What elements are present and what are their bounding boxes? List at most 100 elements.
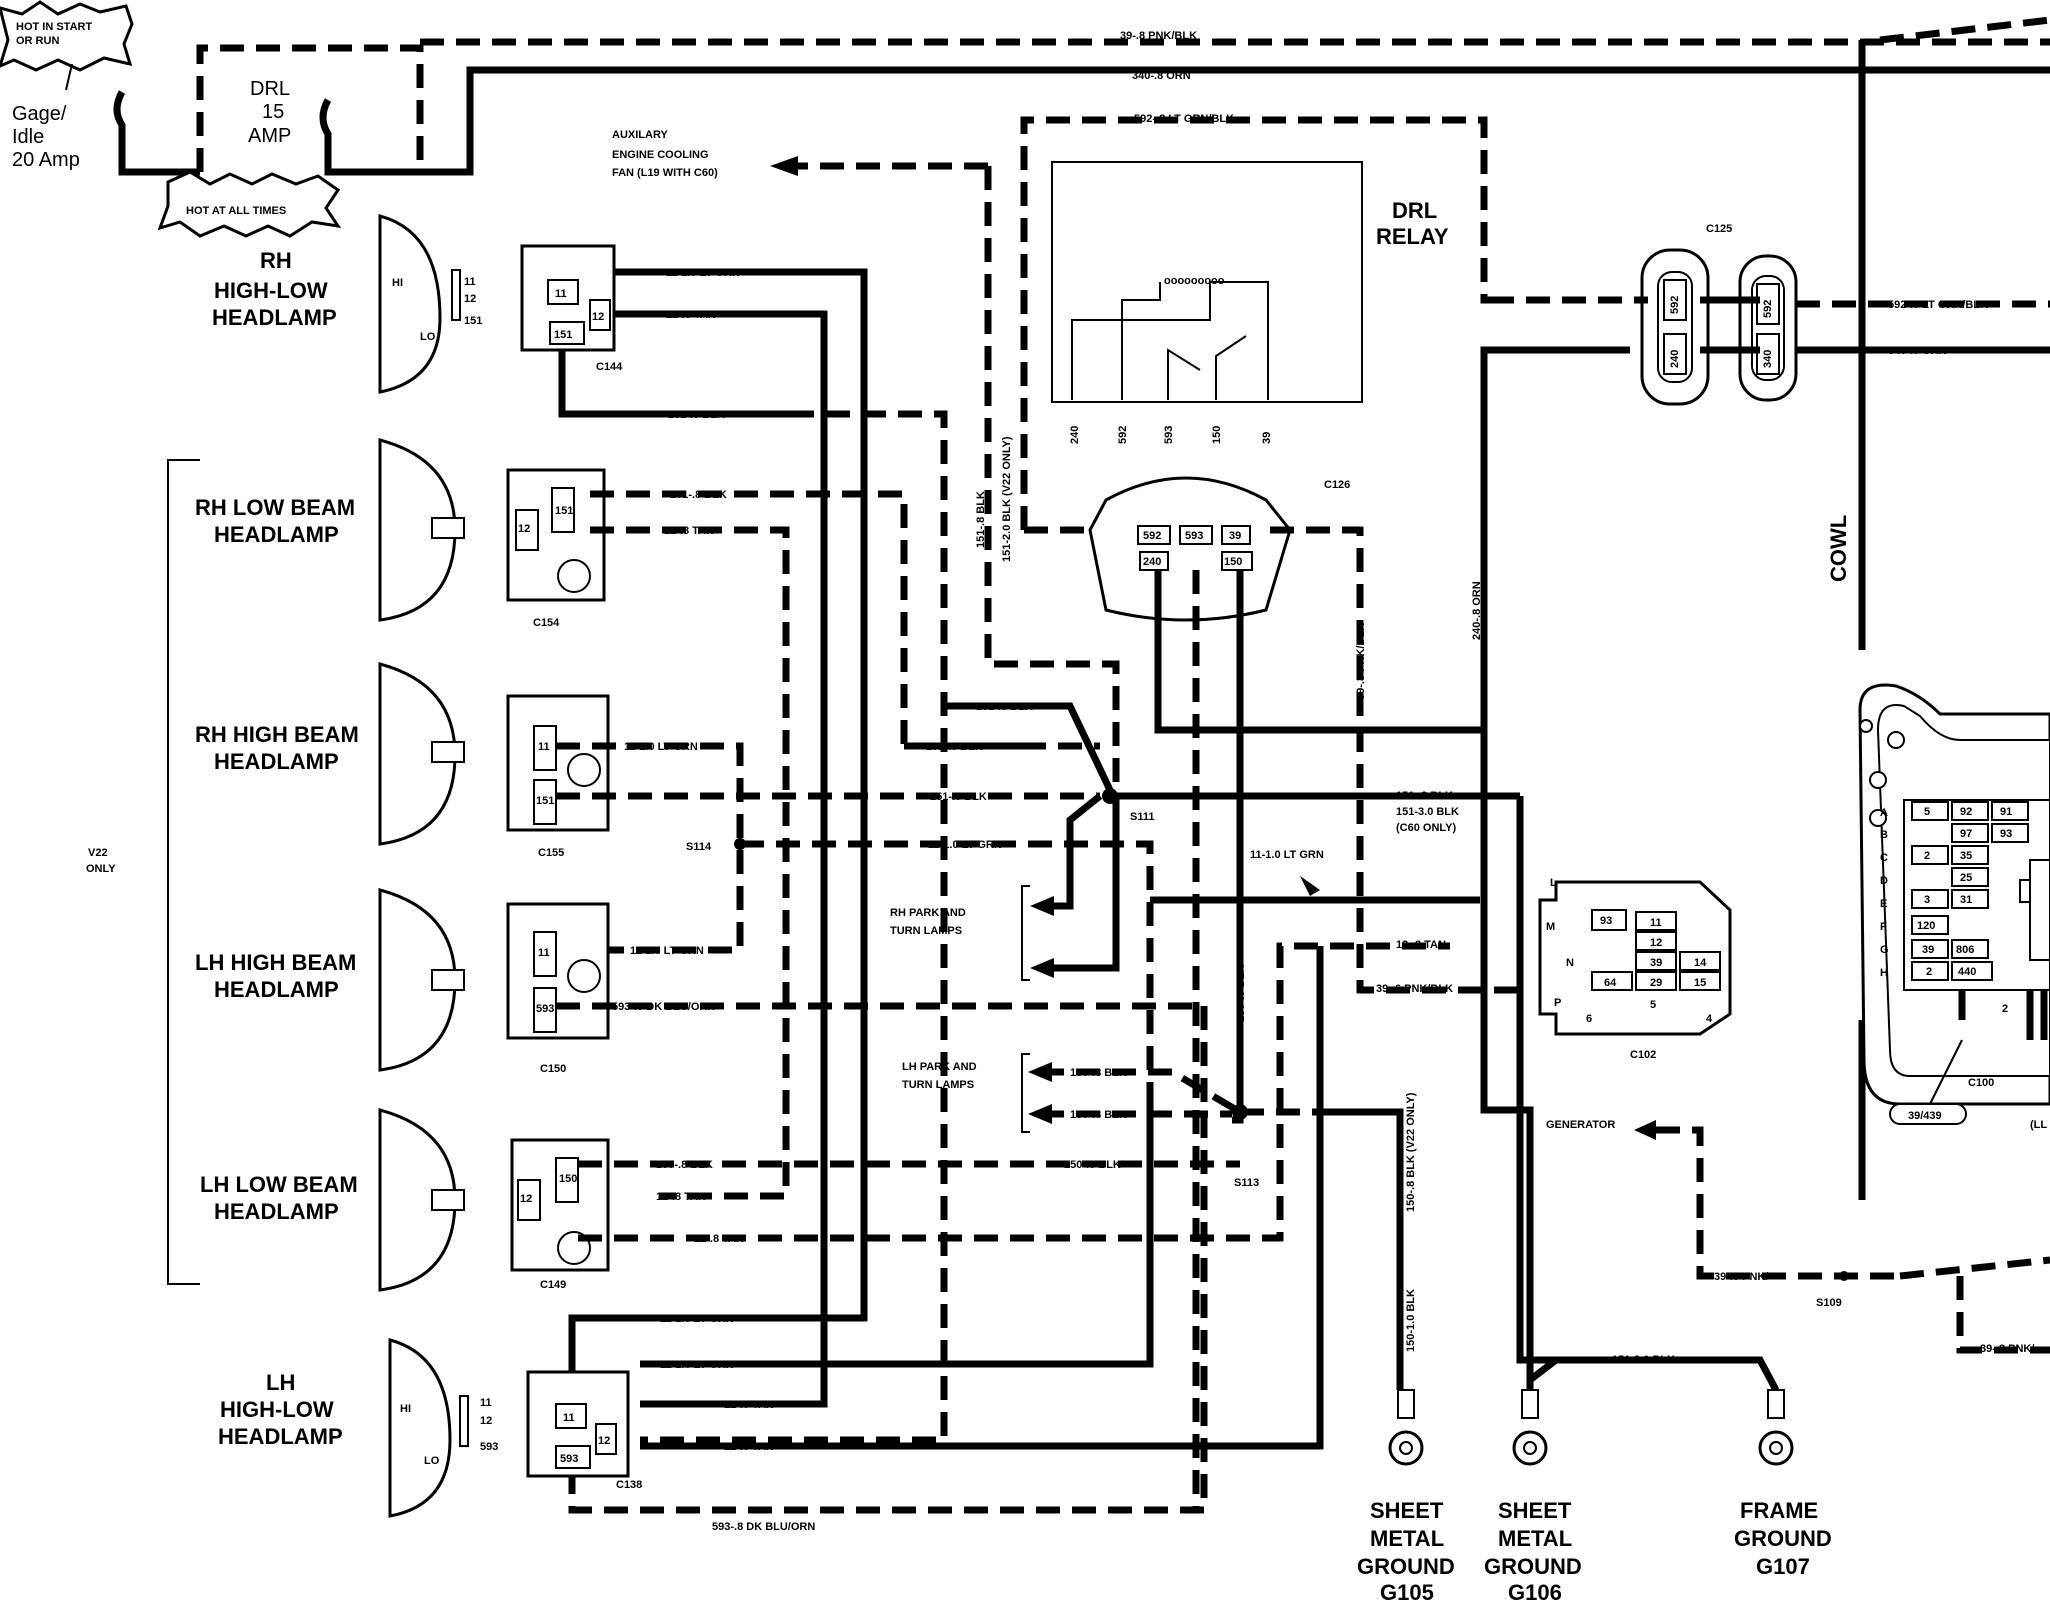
ground-g105: SHEET METAL GROUND G105 <box>1357 1389 1455 1600</box>
svg-text:150-1.0 BLK: 150-1.0 BLK <box>1405 1289 1417 1352</box>
svg-text:METAL: METAL <box>1498 1526 1572 1551</box>
svg-text:151-2.0 BLK (V22 ONLY): 151-2.0 BLK (V22 ONLY) <box>1001 436 1013 562</box>
svg-text:593-.8 DK BLU/ORN: 593-.8 DK BLU/ORN <box>712 1521 815 1533</box>
svg-text:12: 12 <box>592 311 604 323</box>
svg-text:C125: C125 <box>1706 223 1732 235</box>
svg-text:HEADLAMP: HEADLAMP <box>214 977 339 1002</box>
svg-text:593: 593 <box>480 1441 498 1453</box>
svg-text:592-.8 LT GRN/BLK: 592-.8 LT GRN/BLK <box>1888 299 1988 311</box>
svg-text:593: 593 <box>1185 530 1203 542</box>
svg-text:11: 11 <box>1650 917 1662 929</box>
svg-text:RH HIGH BEAM: RH HIGH BEAM <box>195 722 359 747</box>
svg-text:LH: LH <box>266 1370 295 1395</box>
svg-text:93: 93 <box>2000 828 2012 840</box>
ground-g107: FRAME GROUND G107 <box>1734 1389 1832 1579</box>
svg-text:240: 240 <box>1143 556 1161 568</box>
connector-c102: L M N P 93 11 12 39 14 64 29 15 6 5 4 C1… <box>1538 877 1732 1061</box>
svg-text:RH: RH <box>260 248 292 273</box>
svg-text:TURN LAMPS: TURN LAMPS <box>890 925 962 937</box>
svg-text:39-.8 PNK/BLK: 39-.8 PNK/BLK <box>1120 30 1197 42</box>
drl-relay-box <box>1051 161 1363 403</box>
svg-text:C126: C126 <box>1324 479 1350 491</box>
hot-at-all-times-label: HOT AT ALL TIMES <box>186 205 286 217</box>
svg-text:150-.8 BLK: 150-.8 BLK <box>656 1159 713 1171</box>
svg-text:C100: C100 <box>1968 1077 1994 1089</box>
svg-text:RH PARK AND: RH PARK AND <box>890 907 966 919</box>
svg-text:151-.8 BLK: 151-.8 BLK <box>926 741 983 753</box>
svg-text:11: 11 <box>538 947 550 959</box>
svg-text:340-.8 ORN: 340-.8 ORN <box>1132 70 1191 82</box>
svg-text:F: F <box>1880 921 1887 933</box>
fuse-gage-label: Gage/ <box>12 103 67 125</box>
svg-text:151: 151 <box>554 329 572 341</box>
svg-text:A: A <box>1880 807 1888 819</box>
svg-text:DRL: DRL <box>1392 198 1437 223</box>
svg-text:12: 12 <box>464 293 476 305</box>
svg-text:150-.8 BLK: 150-.8 BLK <box>1064 1159 1121 1171</box>
connector-c125: 592 240 592 340 C125 592-.8 LT GRN/BLK 3… <box>1490 223 2050 406</box>
svg-text:592: 592 <box>1669 296 1681 314</box>
svg-text:HIGH-LOW: HIGH-LOW <box>214 278 328 303</box>
svg-text:E: E <box>1880 898 1887 910</box>
svg-text:150: 150 <box>1211 426 1223 444</box>
svg-text:151-.8 BLK: 151-.8 BLK <box>668 409 725 421</box>
svg-text:39/439: 39/439 <box>1908 1110 1942 1122</box>
svg-text:151-3.0 BLK: 151-3.0 BLK <box>1612 1354 1675 1366</box>
svg-text:METAL: METAL <box>1370 1526 1444 1551</box>
svg-text:39-.8 PNK/BLK: 39-.8 PNK/BLK <box>1355 623 1367 700</box>
svg-text:GENERATOR: GENERATOR <box>1546 1119 1615 1131</box>
svg-text:806: 806 <box>1956 944 1974 956</box>
svg-text:12-.8 TAN: 12-.8 TAN <box>694 1233 744 1245</box>
svg-text:H: H <box>1880 967 1888 979</box>
svg-text:151-.8 BLK: 151-.8 BLK <box>670 489 727 501</box>
svg-text:C150: C150 <box>540 1063 566 1075</box>
svg-text:HEADLAMP: HEADLAMP <box>214 522 339 547</box>
svg-text:AMP: AMP <box>248 125 291 147</box>
svg-text:11-1.0 LT GRN: 11-1.0 LT GRN <box>1250 849 1324 861</box>
svg-text:6: 6 <box>1586 1013 1592 1025</box>
svg-text:G106: G106 <box>1508 1580 1562 1600</box>
svg-text:593: 593 <box>560 1453 578 1465</box>
svg-text:GROUND: GROUND <box>1357 1554 1455 1579</box>
svg-text:92: 92 <box>1960 806 1972 818</box>
svg-text:592-.8 LT GRN/BLK: 592-.8 LT GRN/BLK <box>1134 113 1234 125</box>
svg-text:GROUND: GROUND <box>1734 1526 1832 1551</box>
svg-text:592: 592 <box>1117 426 1129 444</box>
svg-text:12: 12 <box>1650 937 1662 949</box>
svg-text:151-.8 BLK: 151-.8 BLK <box>975 491 987 548</box>
svg-text:25: 25 <box>1960 872 1972 884</box>
svg-text:11-1.0 LT GRN: 11-1.0 LT GRN <box>666 267 740 279</box>
svg-text:HIGH-LOW: HIGH-LOW <box>220 1397 334 1422</box>
ground-g106: SHEET METAL GROUND G106 <box>1484 1389 1582 1600</box>
svg-text:12-.8 TAN: 12-.8 TAN <box>664 525 714 537</box>
svg-text:P: P <box>1554 997 1561 1009</box>
svg-text:64: 64 <box>1604 977 1617 989</box>
svg-text:LO: LO <box>424 1455 440 1467</box>
svg-text:11-1.0 LT GRN: 11-1.0 LT GRN <box>928 839 1002 851</box>
svg-text:93: 93 <box>1600 915 1612 927</box>
svg-text:HI: HI <box>400 1403 411 1415</box>
svg-text:14: 14 <box>1694 957 1707 969</box>
svg-text:593: 593 <box>536 1003 554 1015</box>
svg-text:V22: V22 <box>88 847 108 859</box>
svg-text:593: 593 <box>1163 426 1175 444</box>
svg-text:11: 11 <box>538 741 550 753</box>
svg-text:440: 440 <box>1958 966 1976 978</box>
svg-text:12: 12 <box>520 1193 532 1205</box>
svg-text:5: 5 <box>1924 806 1930 818</box>
svg-text:L: L <box>1550 877 1557 889</box>
svg-text:15: 15 <box>262 101 284 123</box>
svg-text:39-.8 PNK/: 39-.8 PNK/ <box>1714 1271 1768 1283</box>
svg-text:12-.8 TAN: 12-.8 TAN <box>656 1191 706 1203</box>
svg-text:240: 240 <box>1069 426 1081 444</box>
svg-text:M: M <box>1546 921 1555 933</box>
svg-text:150: 150 <box>559 1173 577 1185</box>
svg-text:5: 5 <box>1650 999 1656 1011</box>
svg-text:HEADLAMP: HEADLAMP <box>218 1424 343 1449</box>
svg-text:COWL: COWL <box>1826 515 1851 582</box>
svg-text:(C60 ONLY): (C60 ONLY) <box>1396 822 1456 834</box>
svg-text:S114: S114 <box>686 841 712 853</box>
svg-text:39-.8 PNK/: 39-.8 PNK/ <box>1980 1343 2034 1355</box>
svg-text:D: D <box>1880 875 1888 887</box>
